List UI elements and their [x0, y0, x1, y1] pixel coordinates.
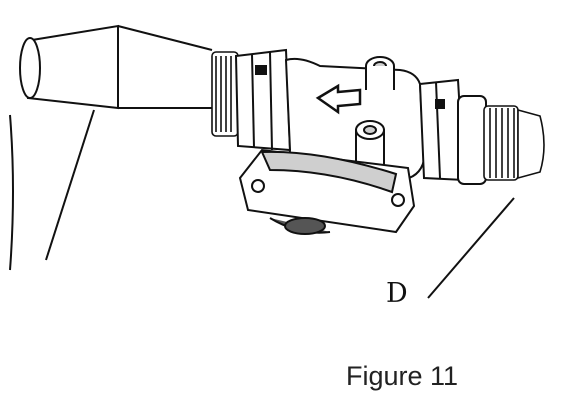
outlet-nut	[418, 78, 487, 185]
inlet-thread	[211, 51, 239, 137]
inlet-pipe	[19, 24, 213, 110]
callout-label-d: D	[386, 278, 408, 309]
outlet-thread	[483, 105, 545, 181]
mounting-plate	[238, 148, 416, 235]
callout-leader-line	[427, 197, 515, 299]
figure-caption: Figure 11	[346, 361, 459, 391]
flow-arrow-icon	[315, 83, 362, 115]
inlet-nut	[234, 48, 292, 152]
stand-legs	[9, 109, 95, 271]
